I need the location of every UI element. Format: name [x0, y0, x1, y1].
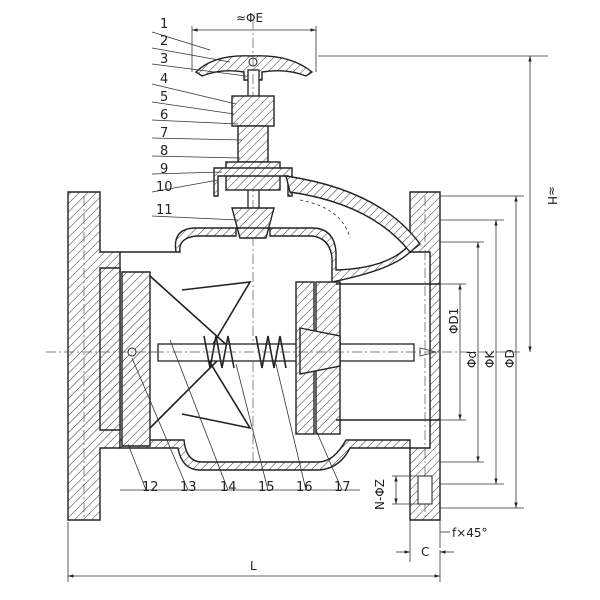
part-label: 5	[160, 90, 168, 105]
part-label: 15	[258, 480, 275, 495]
part-label: 13	[180, 480, 197, 495]
piston-disc	[295, 281, 341, 435]
part-label: 11	[156, 203, 173, 218]
part-label: 12	[142, 480, 159, 495]
part-label: 14	[220, 480, 237, 495]
dim-D1-label: ΦD1	[447, 308, 461, 334]
part-labels-upper: 1 2 3 4 5 6 7 8 9 10 11	[156, 17, 173, 218]
dim-diameters: ΦD1 Φd ΦK ΦD	[440, 195, 524, 509]
part-label: 7	[160, 126, 168, 141]
dim-d-label: Φd	[465, 351, 479, 368]
part-label: 4	[160, 72, 168, 87]
dim-chamfer: f×45°	[439, 520, 488, 548]
dim-C-label: C	[421, 545, 429, 559]
dim-H: ≈H	[318, 55, 559, 352]
dim-H-label: ≈H	[545, 186, 559, 205]
left-seat	[121, 271, 151, 447]
packing-gland	[225, 95, 281, 191]
part-label: 2	[160, 34, 168, 49]
part-label: 10	[156, 180, 173, 195]
part-label: 17	[334, 480, 351, 495]
dim-chamfer-label: f×45°	[452, 526, 488, 540]
upper-leaders	[151, 31, 247, 221]
valve-body	[67, 175, 441, 521]
stem-rod	[127, 343, 415, 362]
part-label: 9	[160, 162, 168, 177]
dim-C: C	[396, 520, 454, 562]
part-label: 3	[160, 52, 168, 67]
part-label: 16	[296, 480, 313, 495]
dim-E: ≈ΦE	[191, 11, 317, 72]
lower-leaders	[120, 339, 360, 491]
dim-E-label: ≈ΦE	[236, 11, 263, 25]
part-label: 6	[160, 108, 168, 123]
stem	[247, 20, 260, 470]
dim-D-label: ΦD	[503, 349, 517, 368]
dim-K-label: ΦK	[483, 350, 497, 368]
dim-Z: N-ΦZ	[373, 475, 433, 510]
flow-arc-marks	[299, 199, 351, 239]
part-label: 8	[160, 144, 168, 159]
part-label: 1	[160, 17, 168, 32]
part-labels-lower: 12 13 14 15 16 17	[142, 480, 351, 495]
dim-Z-label: N-ΦZ	[373, 479, 387, 510]
dim-L-label: L	[250, 559, 257, 573]
dim-L: L	[67, 522, 441, 582]
